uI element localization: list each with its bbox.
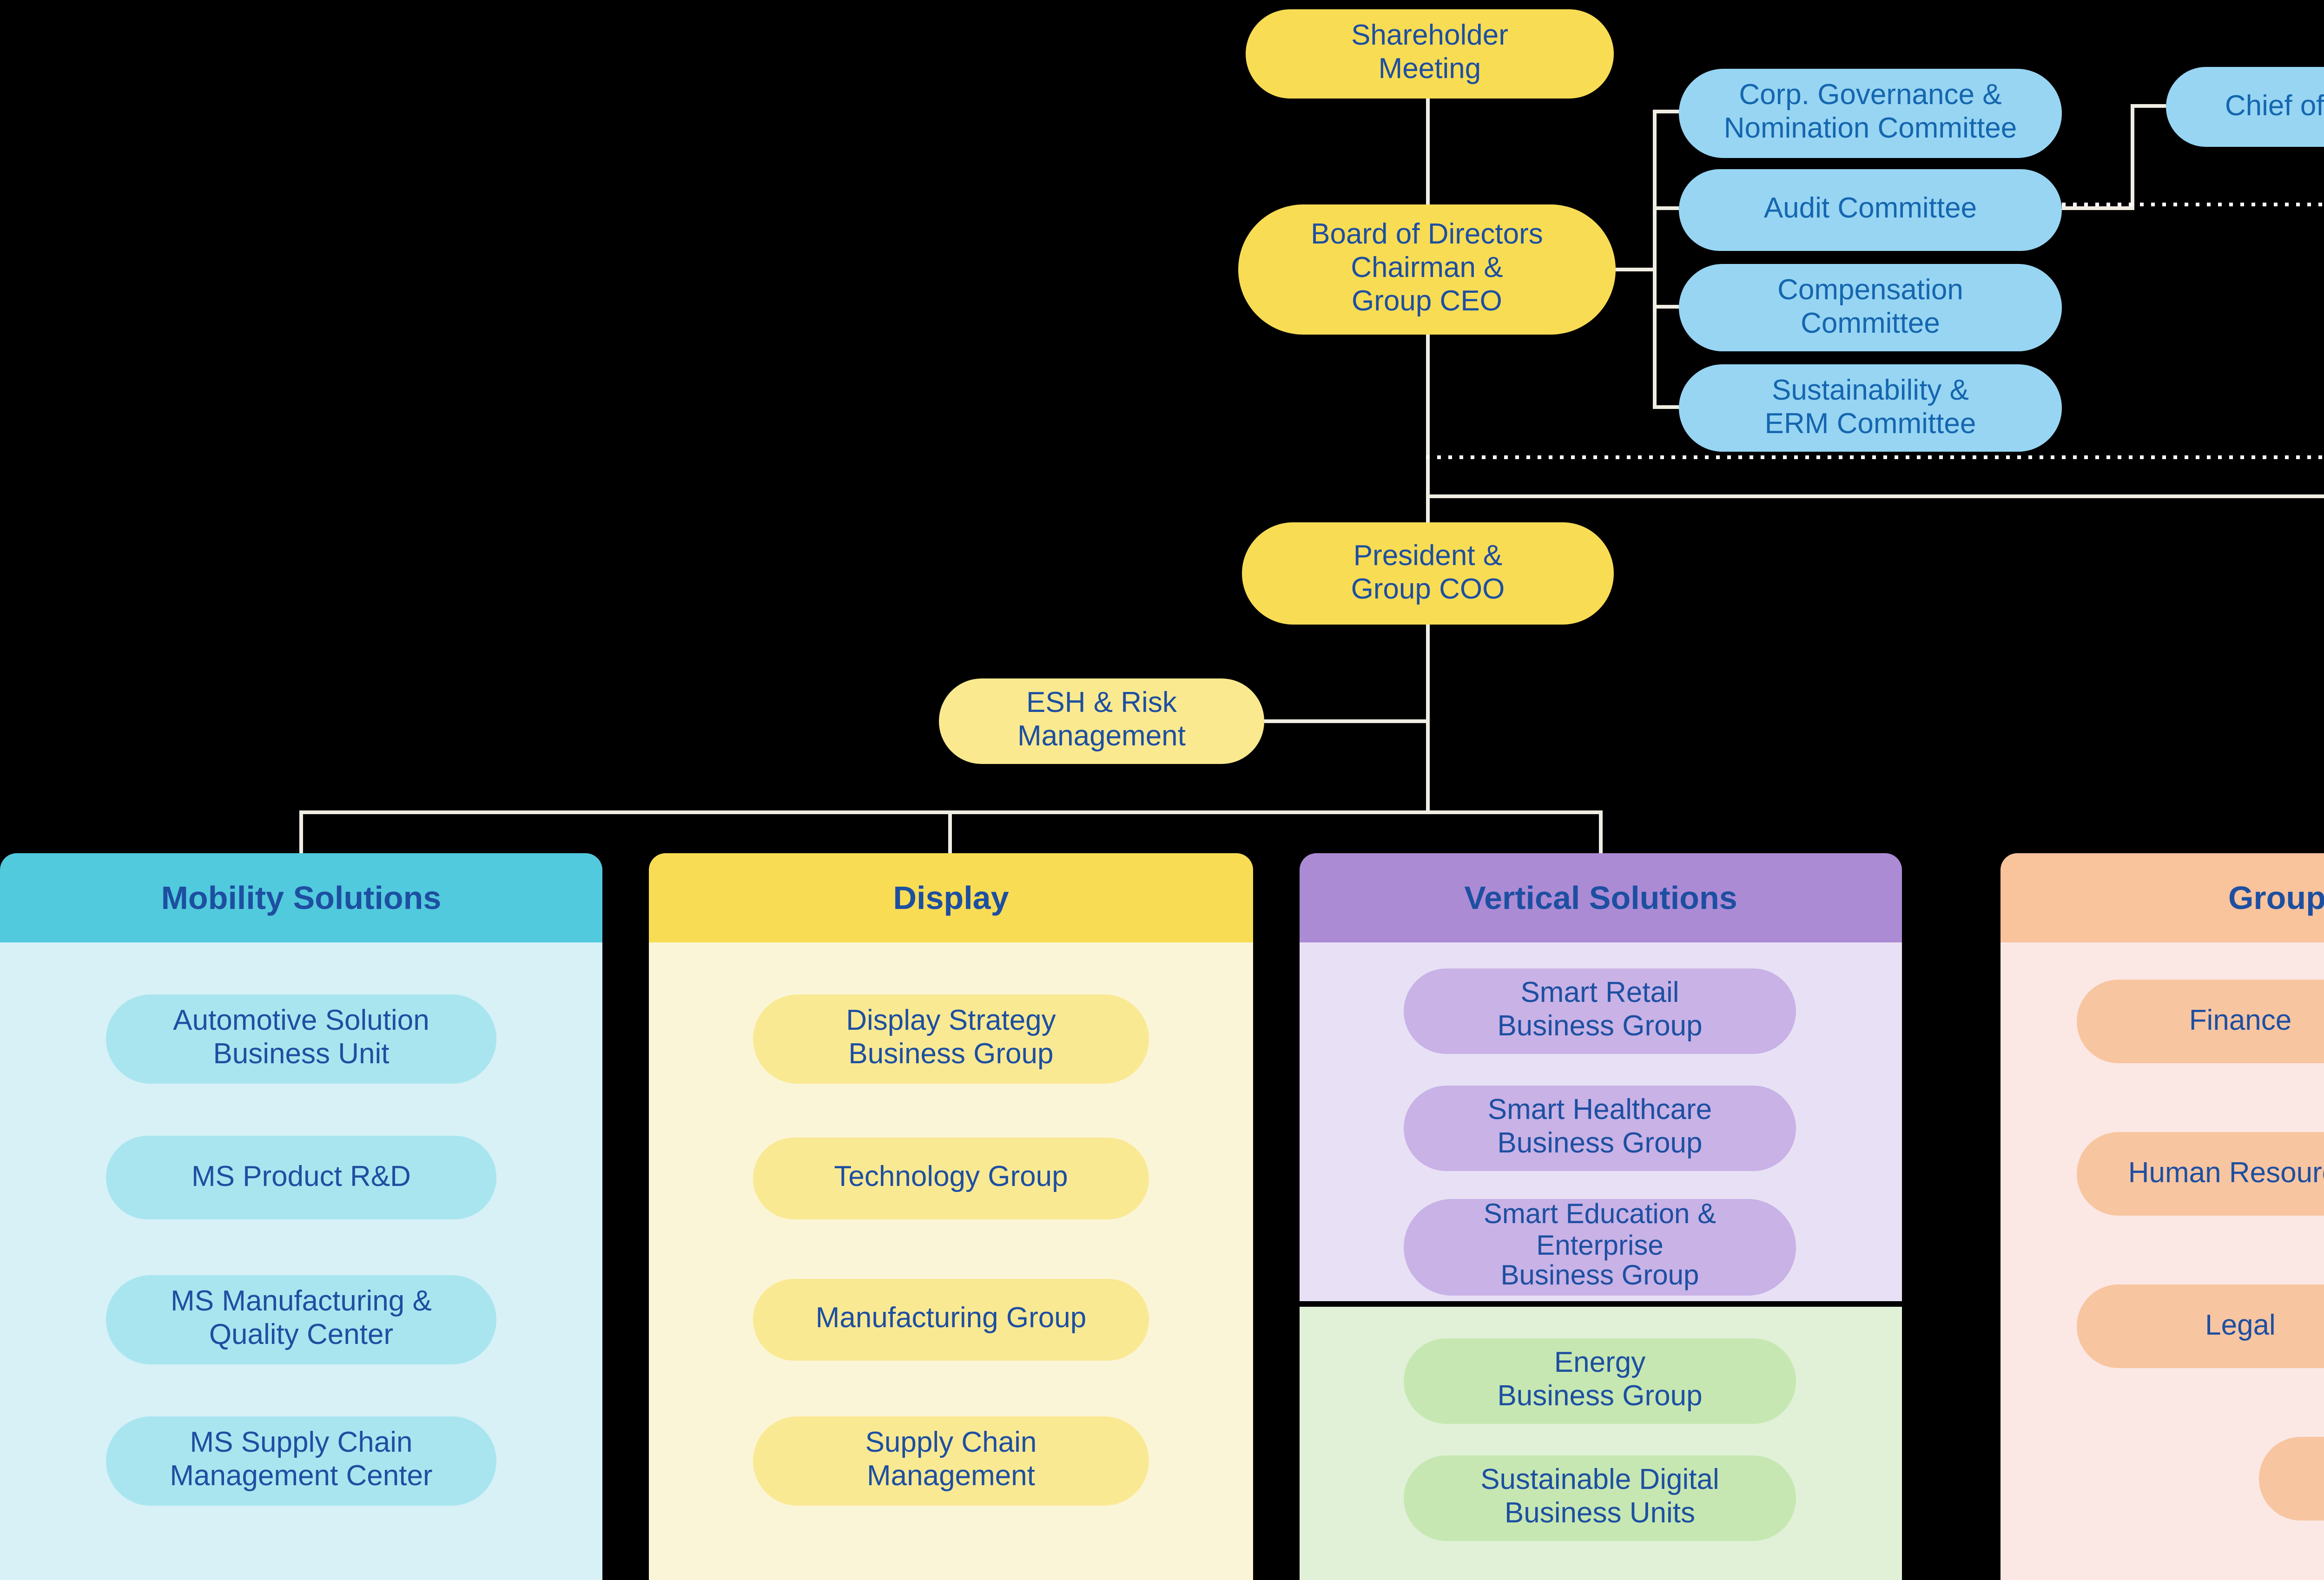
node-president-coo: President & Group COO bbox=[1242, 522, 1614, 625]
division-mobility-header: Mobility Solutions bbox=[0, 853, 602, 942]
node-human-resource: Human Resource bbox=[2077, 1132, 2324, 1216]
connector-committee-3-stub bbox=[1653, 305, 1679, 309]
node-technology-group: Technology Group bbox=[753, 1138, 1149, 1219]
connector-committee-1-stub bbox=[1653, 110, 1683, 113]
node-ms-supply-chain: MS Supply Chain Management Center bbox=[106, 1416, 496, 1506]
node-smart-retail-bg: Smart Retail Business Group bbox=[1404, 968, 1796, 1054]
dotted-compliance-cross bbox=[1426, 455, 2324, 459]
node-sustainable-digital-bu: Sustainable Digital Business Units bbox=[1404, 1455, 1796, 1541]
connector-vertical-stub bbox=[1599, 810, 1603, 853]
node-ms-product-rd: MS Product R&D bbox=[106, 1136, 496, 1219]
node-committee-audit: Audit Committee bbox=[1679, 169, 2062, 251]
division-infrastructure-header: Group Infrastructure Unit bbox=[2000, 853, 2324, 942]
node-automotive-solution-bu: Automotive Solution Business Unit bbox=[106, 994, 496, 1084]
division-display-header: Display bbox=[649, 853, 1253, 942]
node-chief-of-compliance: Chief of Compliance bbox=[2166, 67, 2324, 147]
connector-audit-compliance-v bbox=[2131, 104, 2134, 210]
division-vertical-header: Vertical Solutions bbox=[1300, 853, 1902, 942]
node-energy-bg: Energy Business Group bbox=[1404, 1338, 1796, 1424]
node-manufacturing-group: Manufacturing Group bbox=[753, 1279, 1149, 1361]
connector-infrastructure-branch-h bbox=[1426, 494, 2324, 498]
connector-shareholder-board bbox=[1426, 99, 1430, 206]
node-smart-education-enterprise-bg: Smart Education & Enterprise Business Gr… bbox=[1404, 1199, 1796, 1296]
node-auditing: Auditing bbox=[2259, 1437, 2324, 1521]
connector-audit-compliance-h1 bbox=[2062, 206, 2134, 210]
node-ms-manufacturing-quality: MS Manufacturing & Quality Center bbox=[106, 1275, 496, 1364]
node-smart-healthcare-bg: Smart Healthcare Business Group bbox=[1404, 1086, 1796, 1171]
node-committee-sustainability-erm: Sustainability & ERM Committee bbox=[1679, 364, 2062, 452]
dotted-audit-right bbox=[2062, 203, 2324, 206]
node-board-of-directors: Board of Directors Chairman & Group CEO bbox=[1238, 204, 1616, 335]
node-legal: Legal bbox=[2077, 1284, 2324, 1368]
connector-president-junction bbox=[1426, 625, 1430, 814]
node-committee-corp-governance: Corp. Governance & Nomination Committee bbox=[1679, 69, 2062, 158]
connector-mobility-stub bbox=[299, 810, 303, 853]
connector-board-committees-stub bbox=[1616, 268, 1655, 271]
node-display-strategy-bg: Display Strategy Business Group bbox=[753, 994, 1149, 1084]
node-shareholder-meeting: Shareholder Meeting bbox=[1246, 9, 1614, 99]
connector-committees-trunk bbox=[1653, 110, 1657, 409]
node-supply-chain-management: Supply Chain Management bbox=[753, 1416, 1149, 1506]
connector-committee-4-stub bbox=[1653, 405, 1679, 409]
connector-board-president bbox=[1426, 335, 1430, 522]
connector-display-stub bbox=[948, 810, 952, 853]
connector-esh-trunk bbox=[1264, 719, 1428, 723]
node-finance: Finance bbox=[2077, 980, 2324, 1063]
connector-committee-2-stub bbox=[1653, 206, 1679, 210]
node-committee-compensation: Compensation Committee bbox=[1679, 264, 2062, 351]
connector-audit-compliance-h2 bbox=[2131, 104, 2166, 108]
node-esh-risk-management: ESH & Risk Management bbox=[939, 678, 1264, 764]
